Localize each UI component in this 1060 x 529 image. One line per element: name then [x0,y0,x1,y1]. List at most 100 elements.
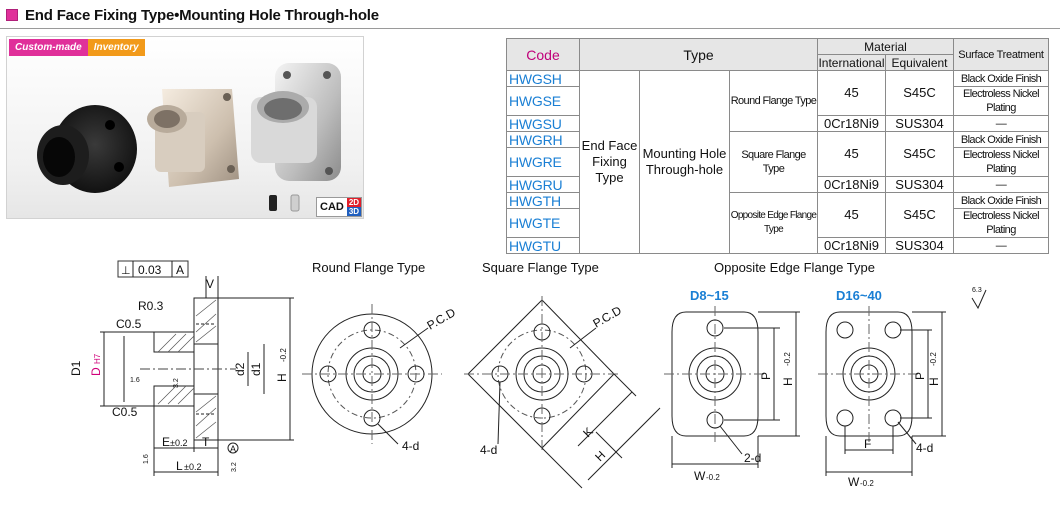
dim-C-bottom: C0.5 [112,405,138,419]
dim-C-top: C0.5 [116,317,142,331]
international-header: International [817,54,886,71]
dim-d1: d1 [249,362,263,376]
surface-cell: — [953,237,1049,254]
custom-made-badge[interactable]: Custom-made [9,39,88,56]
roughness-32: 3.2 [173,378,180,388]
round-flange-title: Round Flange Type [312,260,425,275]
dim-H7: H7 [93,353,102,364]
dim-F: F [864,437,871,451]
square-flange-title: Square Flange Type [482,260,599,275]
dim-H-large: H [927,377,941,386]
surface-cell: Electroless Nickel Plating [953,86,1049,116]
cad-dims: 2D 3D [346,198,362,216]
roughness-32-b: 3.2 [231,462,238,472]
range-small-label: D8~15 [690,288,729,303]
section-header: End Face Fixing Type•Mounting Hole Throu… [6,4,379,26]
badge-group: Custom-made Inventory [9,39,145,56]
roughness-16-b: 1.6 [143,454,150,464]
dim-d2: d2 [233,362,247,376]
mat-eq-cell: SUS304 [885,115,954,132]
holes-small: 2-d [744,451,761,465]
code-cell[interactable]: HWGSH [506,70,580,87]
datum-A: A [230,444,236,454]
code-cell[interactable]: HWGTE [506,208,580,238]
tolerance-datum: A [176,263,184,277]
dim-W-large-tol: -0.2 [860,479,874,488]
dim-P-small: P [759,372,773,380]
type-end-face-cell: End Face Fixing Type [579,70,640,254]
dim-D: D [89,367,103,376]
code-cell[interactable]: HWGRH [506,131,580,148]
dim-W-large: W [848,475,860,489]
header-divider [0,28,1060,29]
roughness-63: 6.3 [972,287,982,294]
roughness-16: 1.6 [130,377,140,384]
flange-opposite-cell: Opposite Edge Flange Type [729,192,818,254]
dim-K: K [580,425,596,441]
cad-3d-label: 3D [346,207,362,216]
surface-cell: Black Oxide Finish [953,70,1049,87]
mat-intl-cell: 45 [817,131,886,177]
product-illustration [37,63,341,212]
dim-E-tol: ±0.2 [170,438,187,448]
dim-V: V [206,277,214,291]
mat-eq-cell: SUS304 [885,237,954,254]
code-cell[interactable]: HWGTH [506,192,580,209]
dim-P-large: P [913,372,927,380]
black-round-flange-image [37,105,137,193]
dim-T: T [202,435,210,449]
surface-header: Surface Treatment [953,38,1049,71]
surface-cell: Black Oxide Finish [953,131,1049,148]
mat-intl-cell: 45 [817,70,886,116]
square-flange-image [147,89,239,187]
flange-square-cell: Square Flange Type [729,131,818,193]
code-cell[interactable]: HWGSU [506,115,580,132]
cad-download-button[interactable]: CAD 2D 3D [316,197,363,217]
mat-intl-cell: 0Cr18Ni9 [817,176,886,193]
dim-W-small-tol: -0.2 [706,473,720,482]
code-cell[interactable]: HWGSE [506,86,580,116]
mat-eq-cell: SUS304 [885,176,954,193]
roughness-symbol-icon [971,289,987,310]
product-photo-panel: Custom-made Inventory [6,36,364,219]
code-cell[interactable]: HWGRE [506,147,580,177]
side-section-view [100,260,294,476]
opposite-flange-large-view [818,306,946,476]
surface-cell: — [953,176,1049,193]
equivalent-header: Equivalent [885,54,954,71]
code-cell[interactable]: HWGTU [506,237,580,254]
tolerance-value: 0.03 [138,263,162,277]
mat-eq-cell: S45C [885,131,954,177]
square-flange-view [464,296,661,489]
dim-L: L [176,459,183,473]
opposite-flange-small-view [664,306,800,468]
material-header: Material [817,38,954,55]
code-cell[interactable]: HWGRU [506,176,580,193]
code-header: Code [506,38,580,71]
range-large-label: D16~40 [836,288,882,303]
opposite-edge-flange-image [251,63,341,181]
mat-intl-cell: 0Cr18Ni9 [817,237,886,254]
dim-L-tol: ±0.2 [184,462,201,472]
opposite-flange-title: Opposite Edge Flange Type [714,260,875,275]
spec-table: Code Type Material Surface Treatment Int… [506,38,1049,254]
holes-round: 4-d [402,439,419,453]
page-title: End Face Fixing Type•Mounting Hole Throu… [25,6,379,24]
header-marker-icon [6,9,18,21]
set-screws-image [269,194,300,212]
surface-cell: — [953,115,1049,132]
type-mounting-hole-cell: Mounting Hole Through-hole [639,70,730,254]
mat-intl-cell: 45 [817,192,886,238]
dim-H-tol: -0.2 [279,348,288,362]
dim-W-small: W [694,469,706,483]
technical-drawing: Round Flange Type Square Flange Type Opp… [69,260,987,489]
holes-large: 4-d [916,441,933,455]
mat-intl-cell: 0Cr18Ni9 [817,115,886,132]
dim-H: H [275,373,289,382]
surface-cell: Electroless Nickel Plating [953,208,1049,238]
surface-cell: Electroless Nickel Plating [953,147,1049,177]
cad-2d-label: 2D [346,198,362,207]
type-header: Type [579,38,818,71]
inventory-badge[interactable]: Inventory [87,39,145,56]
dim-H-small: H [781,377,795,386]
